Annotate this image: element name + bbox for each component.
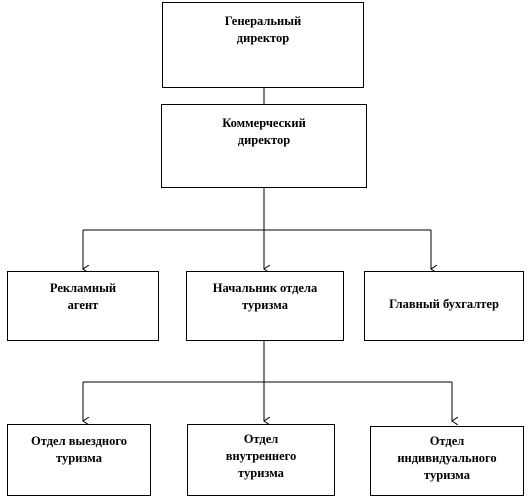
node-individual-tourism: Отдел индивидуального туризма — [370, 426, 524, 496]
node-chief-accountant: Главный бухгалтер — [364, 271, 524, 341]
node-tourism-head: Начальник отдела туризма — [186, 271, 344, 341]
node-commercial-director-label: Коммерческий директор — [222, 116, 306, 147]
node-individual-tourism-label: Отдел индивидуального туризма — [397, 434, 497, 482]
node-ceo: Генеральный директор — [162, 2, 364, 88]
node-outbound-tourism: Отдел выездного туризма — [7, 424, 151, 496]
node-advertising-agent: Рекламный агент — [7, 271, 159, 341]
node-commercial-director: Коммерческий директор — [161, 104, 367, 188]
node-tourism-head-label: Начальник отдела туризма — [212, 281, 318, 312]
node-ceo-label: Генеральный директор — [224, 14, 302, 45]
node-domestic-tourism: Отдел внутреннего туризма — [187, 424, 335, 496]
node-chief-accountant-label: Главный бухгалтер — [389, 296, 499, 311]
node-domestic-tourism-label: Отдел внутреннего туризма — [225, 432, 297, 480]
node-outbound-tourism-label: Отдел выездного туризма — [31, 434, 127, 465]
node-advertising-agent-label: Рекламный агент — [49, 281, 117, 312]
